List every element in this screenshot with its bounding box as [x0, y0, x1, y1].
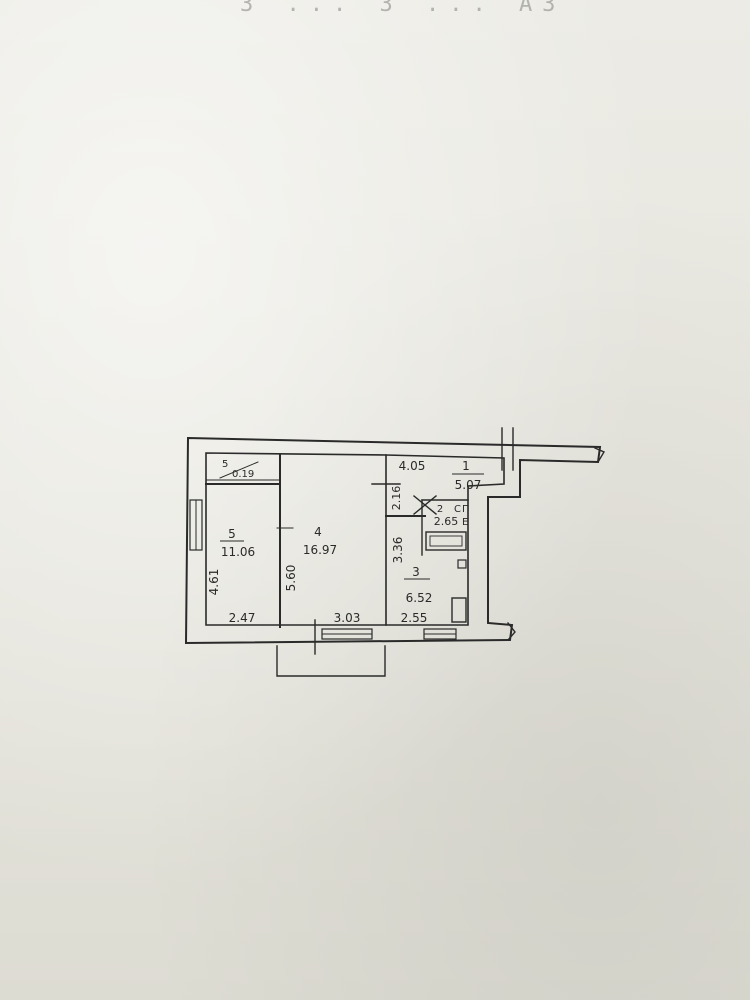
room1-area: 5.07	[455, 478, 482, 492]
header-scrawl: 3 ... 3 ... A3	[240, 0, 566, 17]
bathtub	[425, 531, 467, 551]
dim-room5-height: 4.61	[207, 569, 221, 596]
inner-outline-right	[385, 454, 505, 626]
balcony-area-slash	[219, 461, 259, 479]
room5-number: 5	[228, 527, 236, 541]
balcony-area: 0.19	[232, 469, 254, 480]
dim-room4-height: 5.60	[284, 565, 298, 592]
room2-bath-mark: Е	[462, 517, 468, 528]
room1-number: 1	[462, 459, 470, 473]
bathtub-inner	[429, 535, 463, 547]
room2-area: 2.65	[434, 515, 459, 528]
dim-kitchen-height: 3.36	[391, 537, 405, 564]
room2-mark: С	[454, 504, 461, 515]
wall-break-top	[594, 447, 606, 463]
balcony	[276, 645, 386, 677]
wall-break-right	[507, 622, 516, 641]
room3-number: 3	[412, 565, 420, 579]
room5-area: 11.06	[221, 545, 255, 559]
balcony-number: 5	[222, 459, 228, 470]
outer-wall	[184, 436, 602, 645]
dim-top-hall: 4.05	[399, 459, 426, 473]
door-mark-2	[413, 495, 437, 515]
room2-number: 2	[437, 504, 443, 515]
stove-icon	[451, 597, 467, 623]
room4-area: 16.97	[303, 543, 337, 557]
sink-icon	[457, 559, 467, 569]
dim-kitchen-width: 2.55	[401, 611, 428, 625]
room4-number: 4	[314, 525, 322, 539]
room3-area: 6.52	[406, 591, 433, 605]
room2-wc-mark: П	[462, 504, 470, 515]
dim-room4-width: 3.03	[334, 611, 361, 625]
dim-room5-width: 2.47	[229, 611, 256, 625]
dim-hall-height: 2.16	[390, 486, 403, 511]
